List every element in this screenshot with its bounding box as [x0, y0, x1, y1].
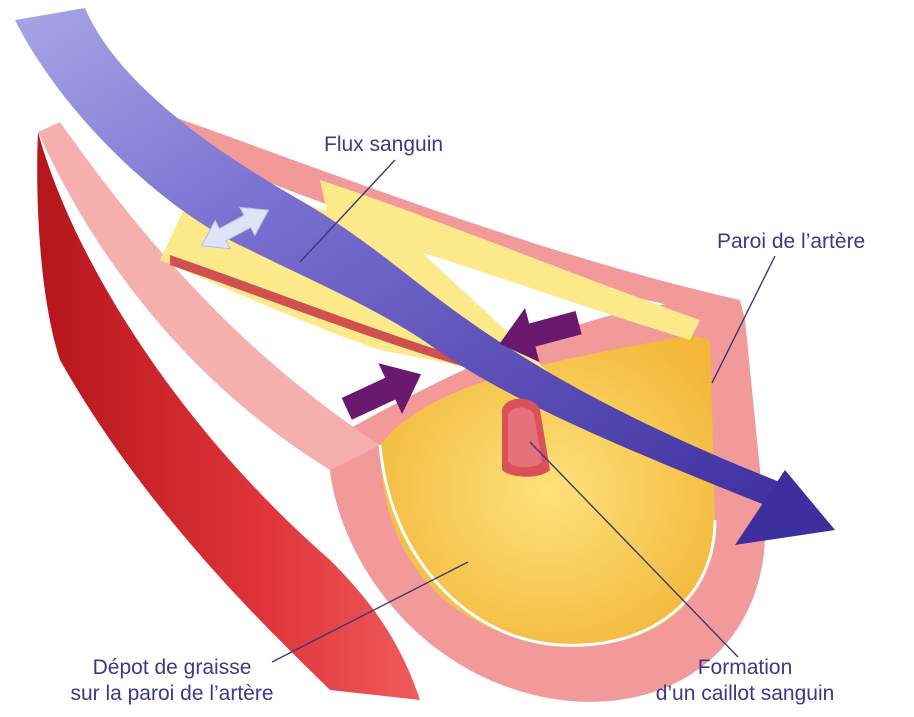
label-flux-sanguin: Flux sanguin — [324, 132, 443, 158]
label-caillot-line1: Formation — [620, 655, 870, 681]
label-paroi-artere: Paroi de l’artère — [717, 229, 865, 255]
label-depot-graisse: Dépot de graisse sur la paroi de l’artèr… — [52, 655, 292, 707]
label-depot-line2: sur la paroi de l’artère — [52, 681, 292, 707]
label-caillot: Formation d’un caillot sanguin — [620, 655, 870, 707]
label-depot-line1: Dépot de graisse — [52, 655, 292, 681]
label-caillot-line2: d’un caillot sanguin — [620, 681, 870, 707]
